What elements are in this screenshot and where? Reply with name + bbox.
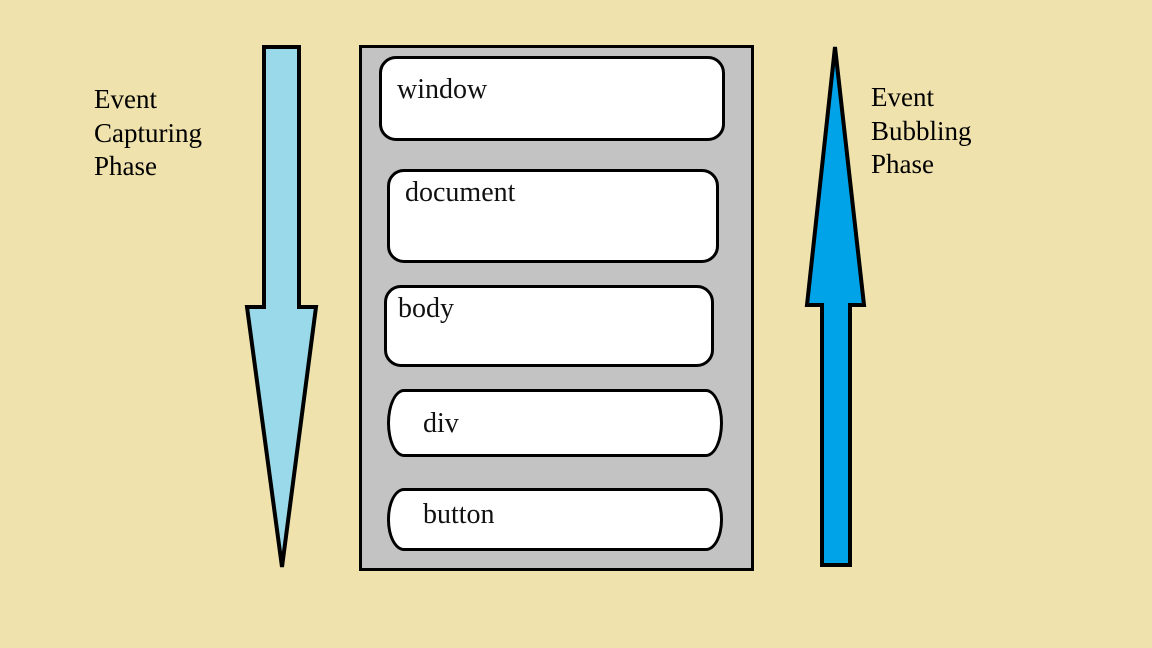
bubbling-caption-line-1: Event [871, 82, 934, 112]
bubbling-phase-caption: Event Bubbling Phase [871, 81, 972, 182]
capturing-phase-caption: Event Capturing Phase [94, 83, 202, 184]
bubbling-caption-line-3: Phase [871, 149, 934, 179]
layer-button: button [387, 488, 723, 551]
layer-body-label: body [398, 293, 454, 324]
bubbling-caption-line-2: Bubbling [871, 115, 972, 146]
layer-div: div [387, 389, 723, 457]
dom-hierarchy-stack: window document body div button [359, 45, 754, 571]
layer-document: document [387, 169, 719, 263]
layer-window: window [379, 56, 725, 141]
layer-window-label: window [397, 74, 488, 105]
capturing-caption-line-3: Phase [94, 151, 157, 181]
layer-div-label: div [423, 408, 459, 439]
layer-document-label: document [405, 177, 516, 208]
capturing-caption-line-1: Event [94, 84, 157, 114]
layer-button-label: button [423, 499, 495, 530]
capturing-caption-line-2: Capturing [94, 117, 202, 148]
layer-body: body [384, 285, 714, 367]
capturing-arrow-icon [244, 45, 319, 568]
bubbling-arrow-icon [804, 46, 867, 567]
